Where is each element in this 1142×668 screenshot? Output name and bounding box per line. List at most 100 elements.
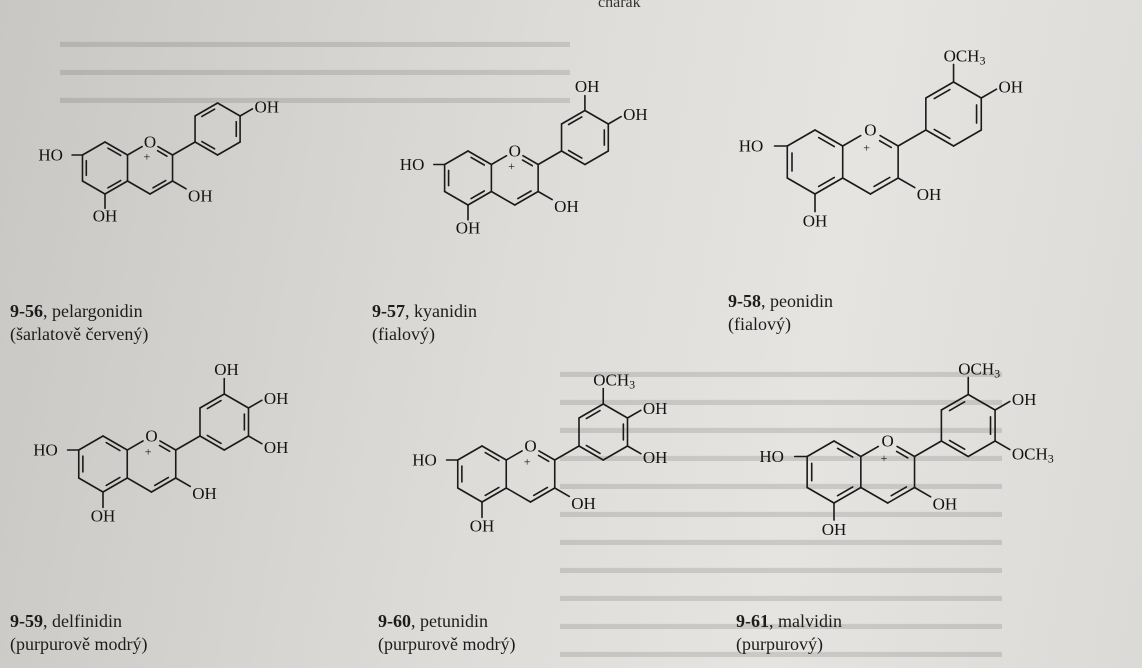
caption-id: 9-57 — [372, 301, 405, 321]
bond — [607, 115, 622, 125]
bond — [553, 445, 580, 461]
bond — [529, 487, 556, 503]
bond — [806, 486, 835, 504]
caption-malvidin: 9-61, malvidin (purpurový) — [736, 611, 842, 654]
bond — [149, 180, 174, 195]
bond — [897, 177, 916, 189]
double-bond — [537, 454, 550, 463]
caption-name: peonidin — [770, 291, 833, 311]
substituent-meta2: OCH3 — [1012, 444, 1054, 466]
substituent-meta1: OCH3 — [593, 370, 635, 392]
bond — [239, 108, 254, 117]
double-bond — [107, 147, 122, 157]
caption-color-note: (fialový) — [728, 314, 791, 334]
bond — [102, 477, 129, 493]
substituent-para: OH — [623, 105, 648, 124]
bond — [925, 129, 955, 147]
bond — [886, 486, 916, 504]
double-bond — [878, 139, 893, 149]
caption-name: pelargonidin — [52, 301, 143, 321]
bond — [247, 399, 263, 409]
hydroxy-5: OH — [91, 506, 116, 525]
double-bond — [836, 486, 854, 497]
caption-id: 9-61 — [736, 611, 769, 631]
bond — [77, 477, 104, 493]
bond — [216, 102, 241, 117]
bond — [578, 445, 605, 461]
hydroxy-5: OH — [470, 516, 495, 535]
substituent-para: OH — [999, 78, 1024, 97]
bond — [456, 487, 483, 503]
caption-peonidin: 9-58, peonidin (fialový) — [728, 291, 833, 334]
hydroxy-3: OH — [917, 185, 942, 204]
bond — [584, 150, 610, 166]
double-bond — [201, 108, 216, 118]
caption-color-note: (šarlatově červený) — [10, 324, 149, 344]
bond — [505, 450, 523, 461]
bond — [481, 487, 508, 503]
double-bond — [933, 88, 951, 100]
bond — [194, 141, 219, 156]
double-bond — [470, 190, 486, 200]
double-bond — [817, 136, 836, 148]
bond — [994, 440, 1011, 451]
bond — [626, 409, 642, 419]
bond — [925, 81, 955, 99]
hydroxy-3: OH — [933, 494, 958, 513]
bond — [467, 190, 493, 206]
hydroxy-3: OH — [554, 197, 579, 216]
bond — [467, 150, 493, 166]
bond — [980, 88, 998, 99]
bond — [223, 435, 250, 451]
hydroxy-7: HO — [412, 451, 437, 470]
caption-kyanidin: 9-57, kyanidin (fialový) — [372, 301, 477, 344]
bond — [913, 486, 932, 498]
double-bond — [836, 447, 854, 458]
bond — [841, 177, 872, 195]
hydroxy-5: OH — [822, 520, 847, 539]
bond — [913, 440, 943, 458]
hydroxy-3: OH — [571, 494, 596, 513]
bond — [456, 445, 483, 461]
bond — [879, 134, 899, 147]
bond — [104, 141, 129, 156]
bond — [860, 445, 880, 458]
hydroxy-5: OH — [456, 218, 481, 237]
double-bond — [585, 444, 601, 455]
caption-name: delfinidin — [52, 611, 122, 631]
hydroxy-3: OH — [192, 484, 217, 503]
double-bond — [873, 176, 891, 188]
bond — [199, 393, 226, 409]
bond — [897, 129, 927, 147]
bond — [126, 145, 143, 156]
substituent-meta1: OH — [575, 77, 600, 96]
double-bond — [153, 476, 170, 487]
bond — [505, 487, 532, 503]
bond — [537, 150, 563, 166]
double-bond — [484, 451, 500, 462]
caption-color-note: (purpurově modrý) — [10, 634, 148, 654]
bond — [490, 190, 516, 206]
double-bond — [567, 116, 583, 126]
bond — [194, 102, 219, 117]
bond — [104, 180, 129, 195]
bond — [443, 150, 469, 166]
double-bond — [105, 476, 121, 487]
hydroxy-3: OH — [188, 186, 213, 205]
double-bond — [948, 439, 966, 450]
double-bond — [105, 441, 121, 452]
positive-charge: + — [144, 149, 151, 163]
hydroxy-5: OH — [803, 212, 828, 231]
double-bond — [532, 486, 549, 497]
double-bond — [470, 156, 486, 166]
positive-charge: + — [508, 159, 515, 173]
bond — [952, 129, 983, 147]
bond — [537, 190, 553, 201]
caption-name: malvidin — [778, 611, 842, 631]
bond — [841, 134, 862, 147]
substituent-meta1: OCH3 — [944, 46, 986, 68]
